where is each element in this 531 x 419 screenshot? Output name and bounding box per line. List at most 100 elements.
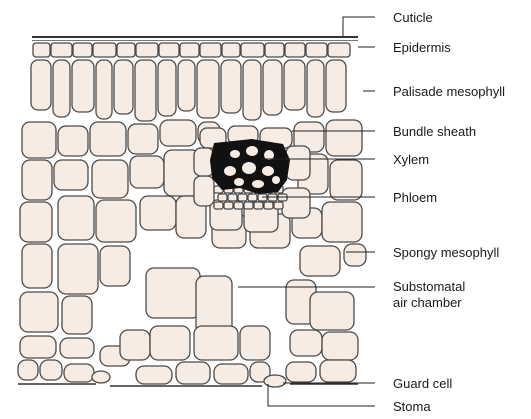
epidermis-cell [200,43,221,57]
palisade-cell [31,60,51,110]
phloem-cell [274,202,283,209]
palisade-cell [307,60,324,117]
label-epidermis: Epidermis [393,40,451,55]
label-bundle-sheath: Bundle sheath [393,124,476,139]
xylem-vessel [252,180,264,188]
spongy-cell [20,336,56,358]
epidermis-cell [136,43,158,57]
label-substomatal-line2: air chamber [393,295,462,310]
label-stoma: Stoma [393,399,431,414]
spongy-cell [300,246,340,276]
spongy-cell [58,126,88,156]
spongy-cell [20,202,52,242]
spongy-cell [330,160,362,200]
phloem-cell [248,194,257,201]
label-substomatal-line1: Substomatal [393,279,465,294]
xylem-vessel [230,150,240,158]
epidermis-cell [180,43,199,57]
spongy-cell [150,326,190,360]
palisade-cell [135,60,156,121]
epidermis-cell [241,43,264,57]
spongy-cell [128,124,158,154]
palisade-cell [72,60,94,112]
phloem-cell [218,194,227,201]
spongy-cell [130,156,164,188]
epidermis-cell [285,43,305,57]
palisade-cell [263,60,282,115]
spongy-cell [136,366,172,384]
spongy-cell [62,296,92,334]
phloem-cell [214,202,223,209]
spongy-cell [20,292,58,332]
spongy-cell [18,360,38,380]
label-phloem: Phloem [393,190,437,205]
spongy-cell [146,268,200,318]
phloem-cell [224,202,233,209]
spongy-cell [22,244,52,288]
spongy-cell [196,276,232,334]
xylem-vessel [272,176,280,184]
spongy-cell [22,160,52,200]
spongy-cell [120,330,150,360]
epidermis-cell [222,43,240,57]
phloem-cell [264,202,273,209]
bundle-sheath-cell [286,146,310,180]
xylem-vessel [246,146,258,156]
xylem-tissue [210,139,290,194]
epidermis-cell [328,43,350,57]
spongy-cell [326,120,362,156]
palisade-cell [221,60,241,113]
epidermis-cell [159,43,179,57]
spongy-cell [58,196,94,240]
label-guard-cell: Guard cell [393,376,452,391]
xylem-vessel [242,162,256,174]
epidermis-cell [265,43,284,57]
label-palisade-mesophyll: Palisade mesophyll [393,84,505,99]
spongy-cell [286,362,316,382]
bundle-sheath-cell [194,176,214,206]
epidermis-layer [33,43,350,57]
palisade-cell [158,60,176,116]
palisade-cell [53,60,70,117]
palisade-cell [326,60,346,112]
spongy-cell [290,330,322,356]
epidermis-cell [93,43,116,57]
label-spongy-mesophyll: Spongy mesophyll [393,245,499,260]
spongy-cell [176,362,210,384]
spongy-cell [160,120,196,146]
xylem-vessel [224,166,236,176]
palisade-cell [284,60,305,110]
palisade-cell [178,60,195,111]
label-cuticle: Cuticle [393,10,433,25]
bundle-sheath-cell [282,188,310,218]
phloem-cell [238,194,247,201]
leader-cuticle [343,17,375,36]
phloem-cell [228,194,237,201]
spongy-cell [40,360,62,380]
leader-stoma [268,384,375,406]
xylem-vessel [234,178,244,186]
label-xylem: Xylem [393,152,429,167]
spongy-cell [240,326,270,360]
spongy-cell [100,246,130,286]
spongy-cell [90,122,126,156]
epidermis-cell [306,43,327,57]
epidermis-cell [51,43,72,57]
spongy-layer [18,120,366,386]
spongy-cell [214,364,248,384]
spongy-cell [344,244,366,266]
phloem-cell [244,202,253,209]
spongy-cell [64,364,94,382]
spongy-cell [322,332,358,360]
epidermis-cell [73,43,92,57]
palisade-cell [114,60,133,114]
palisade-cell [96,60,112,119]
spongy-cell [54,160,88,190]
phloem-cell [254,202,263,209]
spongy-cell [310,292,354,330]
epidermis-cell [117,43,135,57]
phloem-cell [234,202,243,209]
spongy-cell [96,200,136,242]
